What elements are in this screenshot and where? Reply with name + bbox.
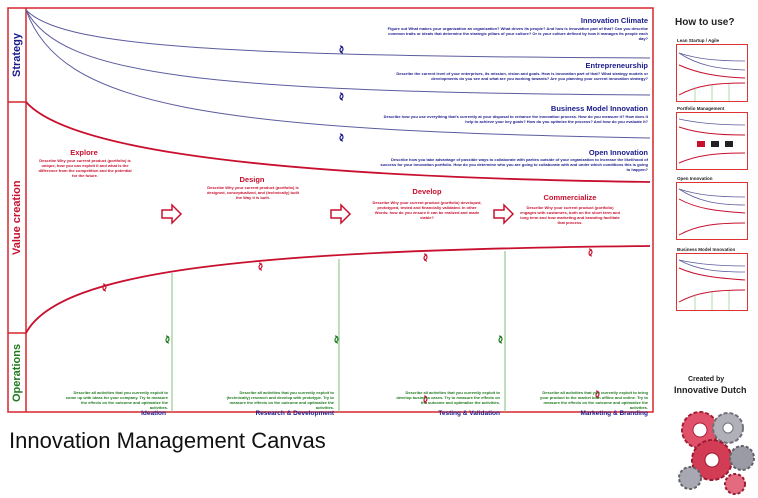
- ops-text-rnd: Describe all activities that you current…: [226, 390, 334, 410]
- side-label-strategy: Strategy: [11, 32, 23, 78]
- side-label-value-creation: Value creation: [11, 180, 23, 255]
- phase-text-explore: Describe Why your current product (portf…: [38, 158, 132, 178]
- phase-arrow-2: [330, 203, 352, 225]
- page-title-main: Innovation Management: [9, 428, 246, 453]
- ops-title-testing: Testing & Validation: [438, 410, 500, 417]
- cycle-icon: [339, 133, 344, 142]
- thumb-label-business-model: Business Model Innovation: [677, 247, 736, 252]
- page-title-suffix: Canvas: [251, 428, 326, 453]
- phase-arrow-1: [161, 203, 183, 225]
- strategy-title-entrepreneurship: Entrepreneurship: [585, 61, 648, 70]
- ops-text-testing: Describe all activities that you current…: [396, 390, 500, 405]
- page-title: Innovation Management Canvas: [9, 428, 326, 454]
- cycle-icon: [339, 92, 344, 101]
- cycle-icon: [334, 335, 339, 344]
- phase-title-develop: Develop: [412, 187, 442, 196]
- value-curve-top: [25, 101, 651, 183]
- cycle-icon: [498, 335, 503, 344]
- side-label-operations: Operations: [11, 343, 23, 402]
- strategy-text-innovation-climate: Figure out What makes your organization …: [387, 26, 648, 41]
- strategy-title-business-model: Business Model Innovation: [550, 104, 648, 113]
- phase-title-commercialize: Commercialize: [543, 193, 597, 202]
- ops-text-marketing: Describe all activities that you current…: [539, 390, 648, 410]
- value-curve-bottom: [25, 245, 651, 334]
- phase-text-commercialize: Describe Why your current product (portf…: [520, 205, 620, 225]
- phase-title-design: Design: [239, 175, 265, 184]
- ops-title-ideation: Ideation: [141, 410, 166, 417]
- thumb-lean-startup[interactable]: [676, 44, 748, 102]
- strategy-text-business-model: Describe how you use everything that's c…: [383, 114, 648, 124]
- cycle-icon: [595, 390, 600, 399]
- strategy-text-entrepreneurship: Describe the current level of your enter…: [396, 71, 648, 81]
- cycle-icon: [102, 283, 107, 292]
- thumb-business-model[interactable]: [676, 253, 748, 311]
- thumb-preview: [678, 259, 746, 310]
- thumb-label-portfolio: Portfolio Management: [677, 106, 725, 111]
- phase-arrow-3: [493, 203, 515, 225]
- strategy-curve-2: [25, 9, 651, 96]
- credit-created-by: Created by: [688, 376, 725, 383]
- strategy-text-open-innovation: Describe how you take advantage of possi…: [380, 157, 648, 172]
- phase-text-design: Describe Why your current product (portf…: [206, 185, 299, 200]
- strategy-title-innovation-climate: Innovation Climate: [580, 16, 648, 25]
- cycle-icon: [423, 253, 428, 262]
- cycle-icon: [339, 45, 344, 54]
- phase-title-explore: Explore: [70, 148, 98, 157]
- cycle-icon: [423, 395, 428, 404]
- thumb-open-innovation[interactable]: [676, 182, 748, 240]
- ops-title-marketing: Marketing & Branding: [580, 410, 648, 417]
- cycle-icon: [165, 335, 170, 344]
- strategy-curve-1: [25, 9, 651, 59]
- strategy-title-open-innovation: Open Innovation: [588, 148, 648, 157]
- thumb-label-open-innovation: Open Innovation: [677, 176, 713, 181]
- ops-title-rnd: Research & Development: [255, 410, 334, 417]
- gears-logo: [678, 411, 755, 495]
- ops-text-ideation: Describe all activities that you current…: [65, 390, 168, 410]
- credit-author: Innovative Dutch: [674, 385, 747, 395]
- thumb-label-lean-startup: Lean Startup / Agile: [677, 38, 720, 43]
- strategy-curve-3: [25, 9, 651, 139]
- thumb-preview: [678, 188, 746, 236]
- thumb-preview: [678, 52, 746, 101]
- thumb-portfolio[interactable]: [676, 112, 748, 170]
- how-to-use-heading: How to use?: [675, 17, 735, 28]
- thumb-preview: [678, 118, 746, 164]
- canvas-frame: [7, 7, 654, 413]
- cycle-icon: [258, 262, 263, 271]
- cycle-icon: [588, 248, 593, 257]
- phase-text-develop: Describe Why your current product (portf…: [372, 200, 482, 220]
